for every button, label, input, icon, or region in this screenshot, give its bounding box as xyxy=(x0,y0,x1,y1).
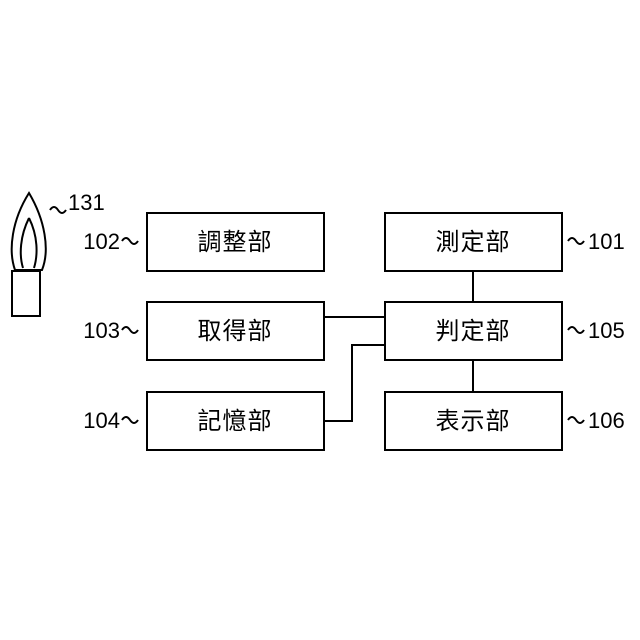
ref-131: 131 xyxy=(68,190,105,215)
block-measure-label: 測定部 xyxy=(436,228,511,256)
connector-storage-judge xyxy=(324,345,385,421)
leader-102 xyxy=(122,238,138,244)
block-adjust: 調整部 xyxy=(147,213,324,271)
leader-101 xyxy=(568,238,584,244)
block-storage: 記憶部 xyxy=(147,392,324,450)
leader-106 xyxy=(568,417,584,423)
block-acquire: 取得部 xyxy=(147,302,324,360)
leader-104 xyxy=(122,417,138,423)
leader-131 xyxy=(50,207,66,213)
block-measure: 測定部 xyxy=(385,213,562,271)
ref-105: 105 xyxy=(588,318,625,343)
burner-base xyxy=(12,271,40,316)
leader-105 xyxy=(568,327,584,333)
block-adjust-label: 調整部 xyxy=(198,228,273,256)
block-storage-label: 記憶部 xyxy=(198,407,273,435)
ref-104: 104 xyxy=(83,408,120,433)
ref-103: 103 xyxy=(83,318,120,343)
ref-106: 106 xyxy=(588,408,625,433)
block-judge: 判定部 xyxy=(385,302,562,360)
ref-101: 101 xyxy=(588,229,625,254)
block-judge-label: 判定部 xyxy=(436,317,511,345)
block-display: 表示部 xyxy=(385,392,562,450)
flame-icon xyxy=(12,193,46,316)
ref-102: 102 xyxy=(83,229,120,254)
block-display-label: 表示部 xyxy=(436,407,511,435)
leader-103 xyxy=(122,327,138,333)
block-acquire-label: 取得部 xyxy=(198,317,273,345)
